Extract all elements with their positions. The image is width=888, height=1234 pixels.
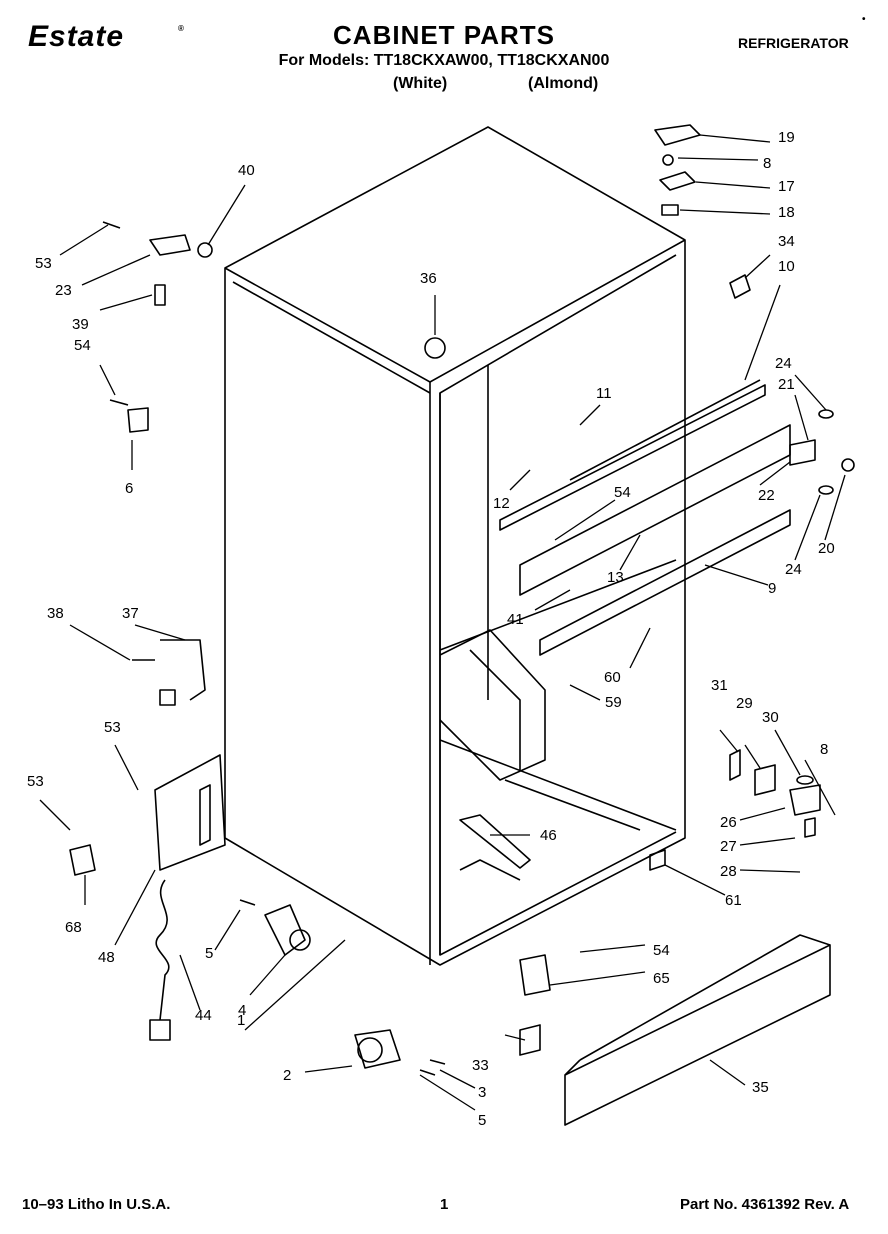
callout-59: 59	[605, 694, 622, 711]
callout-31: 31	[711, 677, 728, 694]
callout-53: 53	[35, 255, 52, 272]
callout-26: 26	[720, 814, 737, 831]
callout-34: 34	[778, 233, 795, 250]
callout-2: 2	[283, 1067, 291, 1084]
part-number: Part No. 4361392 Rev. A	[680, 1196, 850, 1213]
model-numbers: For Models: TT18CKXAW00, TT18CKXAN00	[278, 52, 610, 69]
center-rails	[499, 379, 791, 656]
callout-38: 38	[47, 605, 64, 622]
callout-5: 5	[205, 945, 213, 962]
callout-60: 60	[604, 669, 621, 686]
page-title: CABINET PARTS	[333, 20, 555, 50]
callout-46: 46	[540, 827, 557, 844]
callout-40: 40	[238, 162, 255, 179]
callout-35: 35	[752, 1079, 769, 1096]
callout-12: 12	[493, 495, 510, 512]
callout-5-2: 5	[478, 1112, 486, 1129]
callout-3: 3	[478, 1084, 486, 1101]
callout-18: 18	[778, 204, 795, 221]
toe-grille	[519, 934, 831, 1126]
variant-white: (White)	[393, 75, 448, 92]
callout-23: 23	[55, 282, 72, 299]
callout-27: 27	[720, 838, 737, 855]
callout-41: 41	[507, 611, 524, 628]
front-roller	[239, 899, 311, 956]
callout-8-2: 8	[820, 741, 828, 758]
callout-labels: 1234556889101112131718192021222324242627…	[27, 129, 835, 1129]
litho-note: 10–93 Litho In U.S.A.	[22, 1196, 171, 1213]
interior-evaporator-cover	[439, 629, 677, 881]
callout-21: 21	[778, 376, 795, 393]
callout-68: 68	[65, 919, 82, 936]
callout-54-2: 54	[614, 484, 631, 501]
variant-almond: (Almond)	[528, 75, 599, 92]
electrical-box	[154, 754, 226, 871]
callout-17: 17	[778, 178, 795, 195]
callout-1: 1	[237, 1012, 245, 1029]
callout-leaders	[39, 134, 846, 1111]
callout-24: 24	[775, 355, 792, 372]
callout-6: 6	[125, 480, 133, 497]
callout-29: 29	[736, 695, 753, 712]
trademark-mark: ®	[178, 24, 184, 33]
callout-36: 36	[420, 270, 437, 287]
top-left-hinge	[102, 221, 213, 433]
callout-24-2: 24	[785, 561, 802, 578]
callout-44: 44	[195, 1007, 212, 1024]
callout-54-3: 54	[653, 942, 670, 959]
cabinet-outline	[224, 126, 686, 966]
product-category: REFRIGERATOR	[738, 35, 849, 51]
callout-10: 10	[778, 258, 795, 275]
callout-13: 13	[607, 569, 624, 586]
brand-logo: Estate	[28, 20, 125, 53]
power-cord	[149, 879, 171, 1041]
callout-48: 48	[98, 949, 115, 966]
bottom-hinge	[354, 1029, 446, 1076]
callout-37: 37	[122, 605, 139, 622]
upper-right-hinge	[789, 409, 855, 495]
callout-11: 11	[596, 385, 612, 402]
callout-53-3: 53	[27, 773, 44, 790]
callout-20: 20	[818, 540, 835, 557]
page-number: 1	[440, 1196, 449, 1213]
callout-33: 33	[472, 1057, 489, 1074]
callout-65: 65	[653, 970, 670, 987]
callout-19: 19	[778, 129, 795, 146]
callout-53-2: 53	[104, 719, 121, 736]
left-door-stop	[69, 844, 96, 876]
callout-9: 9	[768, 580, 776, 597]
callout-39: 39	[72, 316, 89, 333]
corner-mark: •	[862, 14, 866, 25]
callout-4: 4	[238, 1002, 246, 1019]
callout-28: 28	[720, 863, 737, 880]
door-stop-bracket	[132, 639, 206, 706]
callout-8: 8	[763, 155, 771, 172]
top-plug	[424, 337, 446, 359]
callout-22: 22	[758, 487, 775, 504]
callout-30: 30	[762, 709, 779, 726]
callout-61: 61	[725, 892, 742, 909]
callout-54: 54	[74, 337, 91, 354]
